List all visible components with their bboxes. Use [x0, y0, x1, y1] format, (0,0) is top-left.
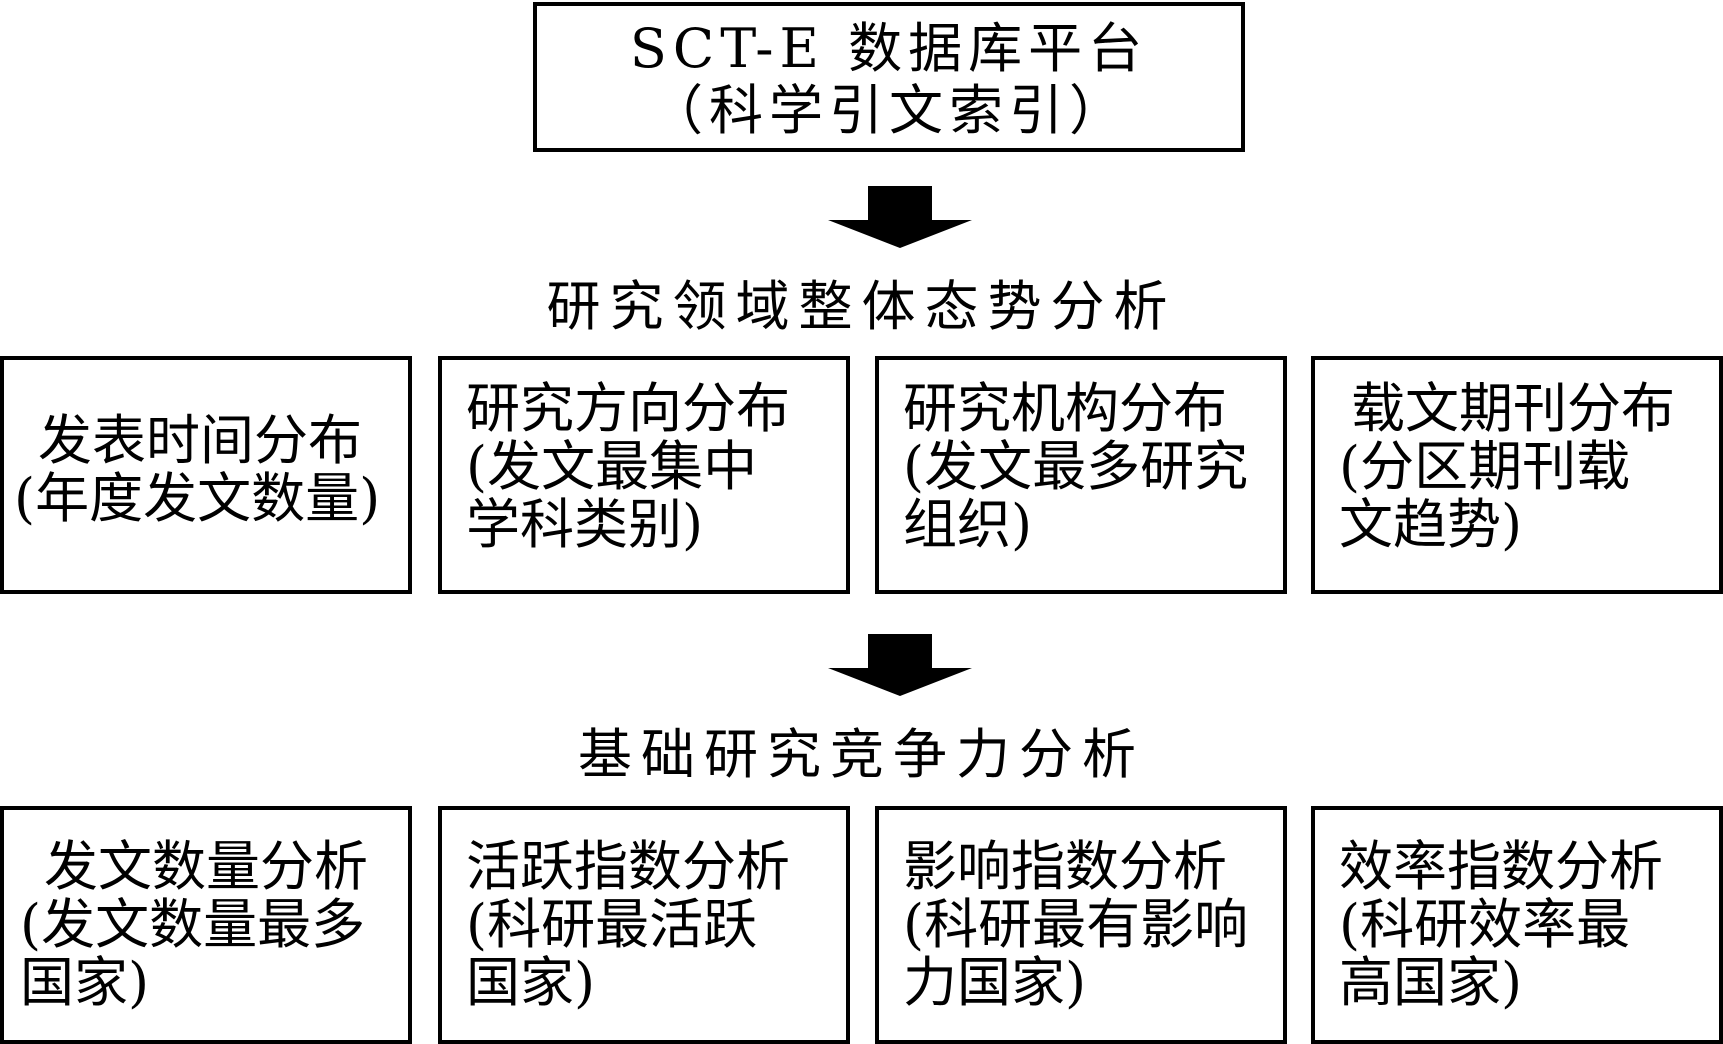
box-detail: 学科类别)	[466, 493, 704, 556]
box-heading: 研究方向分布	[466, 377, 790, 440]
down-arrow-icon	[828, 186, 972, 248]
box-detail: (发文最多研究	[903, 435, 1249, 498]
box-detail: 组织)	[903, 493, 1033, 556]
box-detail: 国家)	[466, 951, 596, 1014]
platform-subtitle: （科学引文索引）	[649, 79, 1129, 142]
section-title-competitiveness-analysis: 基础研究竞争力分析	[578, 723, 1145, 786]
box-impact-index: 影响指数分析 (科研最有影响 力国家)	[875, 806, 1287, 1044]
box-activity-index: 活跃指数分析 (科研最活跃 国家)	[438, 806, 850, 1044]
down-arrow-icon	[828, 634, 972, 696]
platform-title: SCT-E 数据库平台	[629, 17, 1149, 80]
platform-box: SCT-E 数据库平台 （科学引文索引）	[533, 2, 1245, 152]
box-detail: (科研最有影响	[903, 893, 1249, 956]
box-detail: 国家)	[20, 951, 150, 1014]
box-heading: 发表时间分布	[38, 409, 362, 472]
section-title-overall-analysis: 研究领域整体态势分析	[546, 275, 1177, 338]
box-detail: 文趋势)	[1339, 493, 1523, 556]
box-heading: 载文期刊分布	[1351, 377, 1675, 440]
box-research-institution: 研究机构分布 (发文最多研究 组织)	[875, 356, 1287, 594]
box-journal-distribution: 载文期刊分布 (分区期刊载 文趋势)	[1311, 356, 1723, 594]
box-detail: (年度发文数量)	[14, 467, 381, 530]
box-heading: 活跃指数分析	[466, 835, 790, 898]
box-research-direction: 研究方向分布 (发文最集中 学科类别)	[438, 356, 850, 594]
box-publication-count: 发文数量分析 (发文数量最多 国家)	[0, 806, 412, 1044]
box-detail: (发文数量最多	[20, 893, 366, 956]
box-efficiency-index: 效率指数分析 (科研效率最 高国家)	[1311, 806, 1723, 1044]
box-detail: (科研效率最	[1339, 893, 1631, 956]
box-detail: (分区期刊载	[1339, 435, 1631, 498]
box-heading: 影响指数分析	[903, 835, 1227, 898]
box-heading: 效率指数分析	[1339, 835, 1663, 898]
box-heading: 发文数量分析	[44, 835, 368, 898]
box-detail: (发文最集中	[466, 435, 758, 498]
box-heading: 研究机构分布	[903, 377, 1227, 440]
box-detail: 力国家)	[903, 951, 1087, 1014]
box-detail: (科研最活跃	[466, 893, 758, 956]
box-publication-time: 发表时间分布 (年度发文数量)	[0, 356, 412, 594]
box-detail: 高国家)	[1339, 951, 1523, 1014]
